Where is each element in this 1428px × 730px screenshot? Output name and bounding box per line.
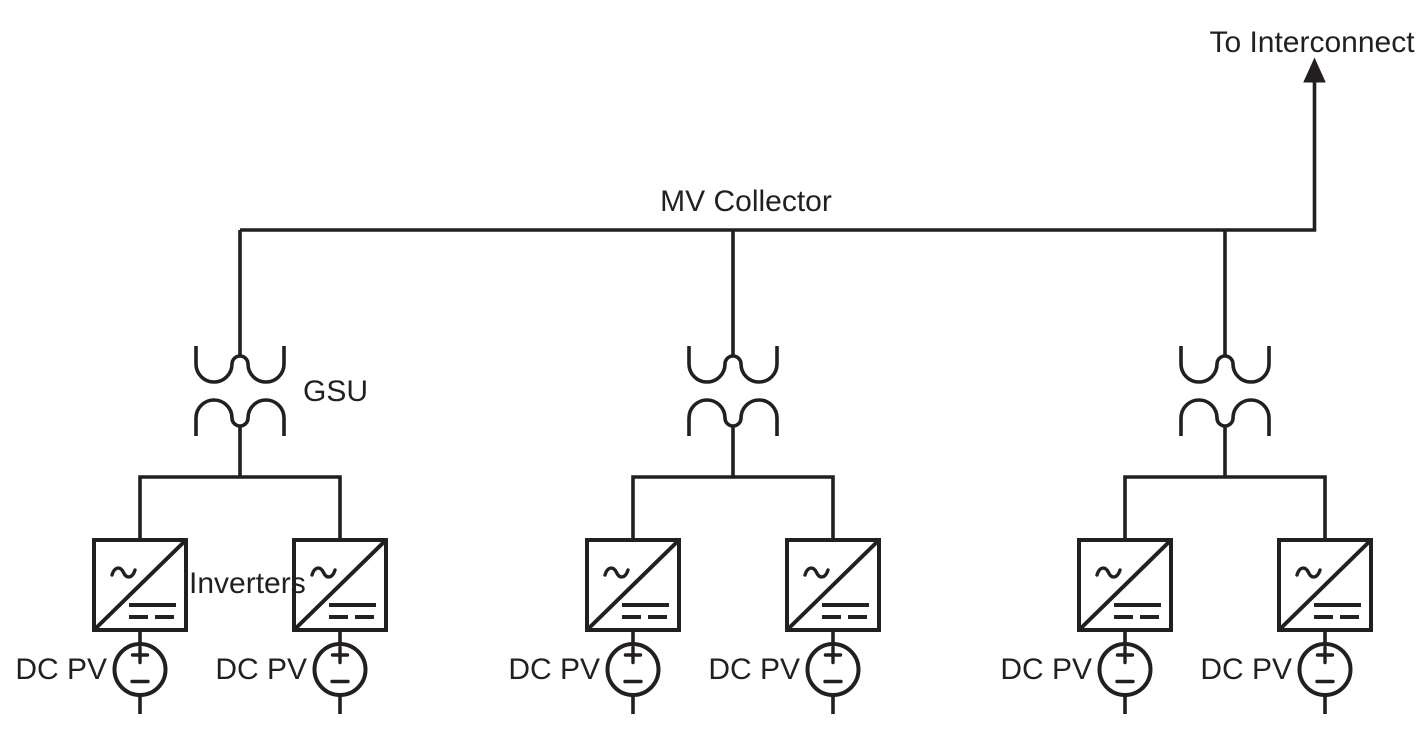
label-gsu: GSU bbox=[303, 375, 368, 408]
label-dc-pv-2a: DC PV bbox=[508, 653, 600, 686]
label-dc-pv-1a: DC PV bbox=[15, 653, 107, 686]
feeder-2-pv-source-a bbox=[605, 628, 661, 716]
feeder-2-inverter-a bbox=[585, 538, 681, 632]
label-inverters: Inverters bbox=[189, 567, 306, 600]
label-to-interconnect: To Interconnect bbox=[1209, 26, 1415, 59]
label-dc-pv-2b: DC PV bbox=[708, 653, 800, 686]
feeder-1-pv-source-b bbox=[312, 628, 368, 716]
feeder-1-inverter-b bbox=[292, 538, 388, 632]
label-dc-pv-3b: DC PV bbox=[1200, 653, 1292, 686]
feeder-1-gsu-transformer bbox=[194, 344, 286, 438]
feeder-3-pv-source-b bbox=[1297, 628, 1353, 716]
label-dc-pv-1b: DC PV bbox=[215, 653, 307, 686]
mv-collector-bus bbox=[240, 80, 1317, 232]
feeder-3-gsu-transformer bbox=[1179, 344, 1271, 438]
feeder-2-inverter-b bbox=[785, 538, 881, 632]
feeder-2-wiring bbox=[631, 230, 835, 540]
feeder-3-wiring bbox=[1123, 230, 1327, 540]
feeder-3-pv-source-a bbox=[1097, 628, 1153, 716]
feeder-3-inverter-b bbox=[1277, 538, 1373, 632]
feeder-2-pv-source-b bbox=[805, 628, 861, 716]
feeder-1-pv-source-a bbox=[112, 628, 168, 716]
label-mv-collector: MV Collector bbox=[660, 185, 832, 218]
interconnect-arrowhead-icon bbox=[1303, 57, 1326, 83]
feeder-3-inverter-a bbox=[1077, 538, 1173, 632]
feeder-1-inverter-a bbox=[92, 538, 188, 632]
label-dc-pv-3a: DC PV bbox=[1000, 653, 1092, 686]
feeder-1-wiring bbox=[138, 230, 342, 540]
feeder-2-gsu-transformer bbox=[687, 344, 779, 438]
